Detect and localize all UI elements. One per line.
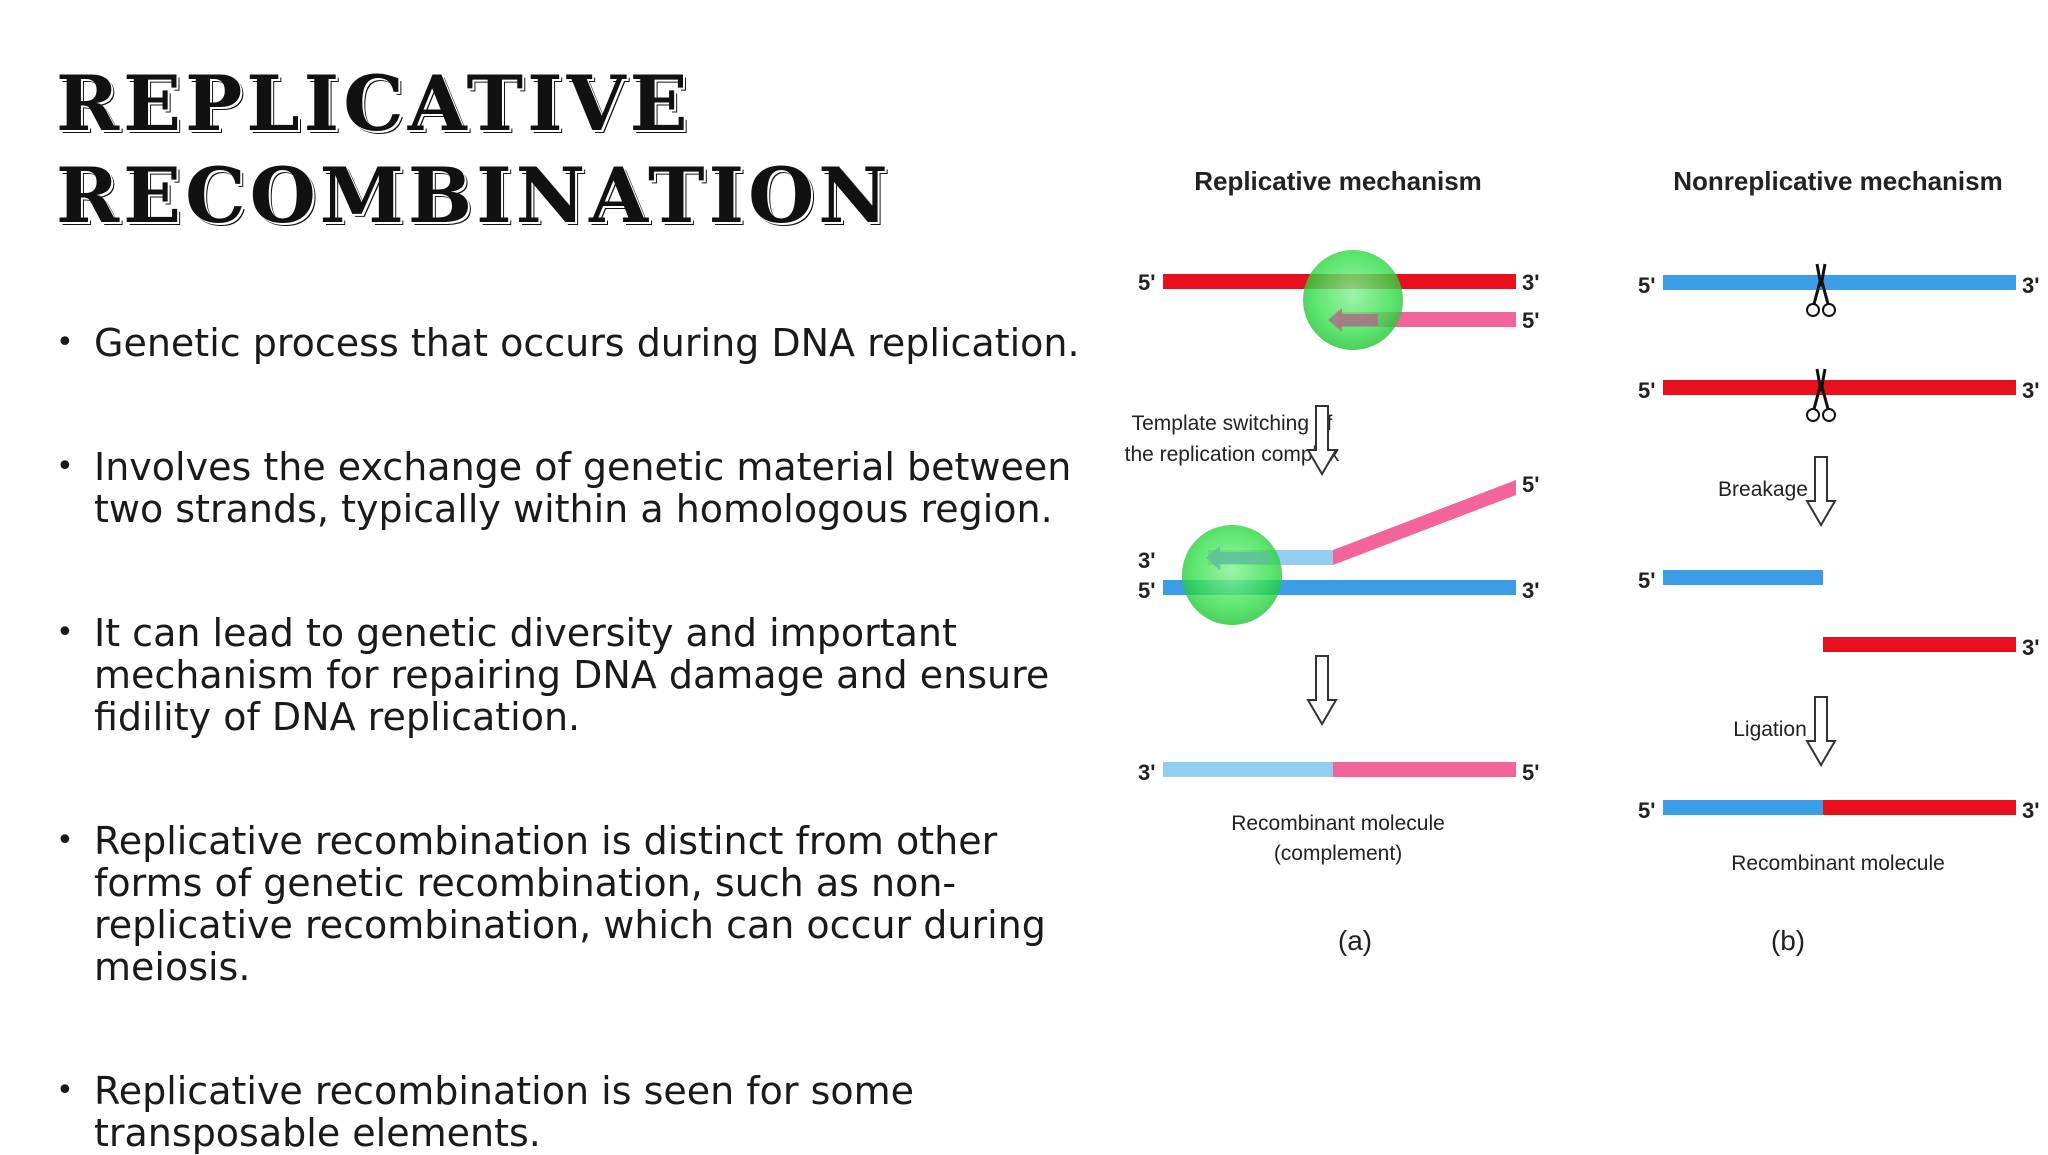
bullet-dot: • (56, 823, 74, 858)
end-label-5: 5' (1638, 798, 1655, 823)
step-label-line-1: Template switching of (1132, 412, 1333, 435)
result-label: Recombinant molecule (1731, 852, 1945, 875)
bullet-list: • Genetic process that occurs during DNA … (56, 322, 1106, 1154)
bullet-dot: • (56, 449, 74, 484)
end-label-3: 3' (1522, 270, 1539, 295)
bullet-item: • Replicative recombination is seen for s… (56, 1070, 1106, 1154)
breakage-label: Breakage (1718, 478, 1808, 501)
down-arrow-icon (1806, 456, 1836, 526)
end-label-5: 5' (1522, 472, 1539, 497)
synthesis-arrow-icon (1206, 546, 1270, 570)
end-label-5: 5' (1638, 273, 1655, 298)
panel-a: Replicative mechanism 5' 3' 5' Template … (1125, 166, 1540, 956)
bullet-text: It can lead to genetic diversity and imp… (94, 611, 1050, 739)
end-label-3: 3' (2022, 378, 2039, 403)
pink-strand (1333, 762, 1516, 777)
title-line-2: RECOMBINATION (56, 151, 892, 240)
panel-b: Nonreplicative mechanism 5' 3' 5' 3' Bre… (1638, 166, 2039, 956)
end-label-3: 3' (2022, 635, 2039, 660)
red-strand (1663, 380, 2016, 395)
bullet-text: Replicative recombination is distinct fr… (94, 819, 1046, 989)
end-label-3: 3' (2022, 798, 2039, 823)
bullet-dot: • (56, 1073, 74, 1108)
end-label-3: 3' (1138, 760, 1155, 785)
result-label-line-2: (complement) (1274, 842, 1402, 865)
blue-strand (1663, 275, 2016, 290)
red-strand-fragment (1823, 637, 2016, 652)
end-label-5: 5' (1138, 578, 1155, 603)
bullet-item: • Involves the exchange of genetic materi… (56, 446, 1106, 530)
panel-a-heading: Replicative mechanism (1194, 166, 1482, 196)
bullet-text: Replicative recombination is seen for so… (94, 1069, 915, 1155)
end-label-5: 5' (1138, 270, 1155, 295)
replication-complex (1303, 250, 1403, 350)
pink-strand-diverging (1333, 480, 1516, 565)
end-label-3: 3' (1138, 548, 1155, 573)
end-label-5: 5' (1638, 378, 1655, 403)
red-strand (1823, 800, 2016, 815)
slide-title: REPLICATIVE RECOMBINATION (56, 58, 892, 242)
bullet-item: • Replicative recombination is distinct f… (56, 820, 1106, 988)
bullet-dot: • (56, 615, 74, 650)
synthesis-arrow-icon (1328, 308, 1378, 332)
bullet-item: • Genetic process that occurs during DNA … (56, 322, 1106, 364)
end-label-5: 5' (1522, 760, 1539, 785)
light-blue-strand (1163, 762, 1333, 777)
end-label-5: 5' (1522, 308, 1539, 333)
title-line-1: REPLICATIVE (56, 59, 692, 148)
step-label-line-2: the replication complex (1125, 443, 1340, 466)
panel-b-heading: Nonreplicative mechanism (1673, 166, 2002, 196)
down-arrow-icon (1806, 696, 1836, 766)
bullet-item: • It can lead to genetic diversity and im… (56, 612, 1106, 738)
result-label-line-1: Recombinant molecule (1231, 812, 1445, 835)
end-label-3: 3' (1522, 578, 1539, 603)
bullet-dot: • (56, 325, 74, 360)
down-arrow-icon (1307, 655, 1337, 725)
ligation-label: Ligation (1733, 718, 1807, 741)
end-label-5: 5' (1638, 568, 1655, 593)
blue-strand (1663, 800, 1823, 815)
recombination-figure: Replicative mechanism 5' 3' 5' Template … (1125, 166, 2040, 956)
bullet-text: Involves the exchange of genetic materia… (94, 445, 1072, 531)
panel-letter: (a) (1338, 925, 1372, 956)
bullet-text: Genetic process that occurs during DNA r… (94, 321, 1080, 365)
end-label-3: 3' (2022, 273, 2039, 298)
replication-complex (1182, 525, 1282, 625)
blue-strand-fragment (1663, 570, 1823, 585)
panel-letter: (b) (1771, 925, 1805, 956)
